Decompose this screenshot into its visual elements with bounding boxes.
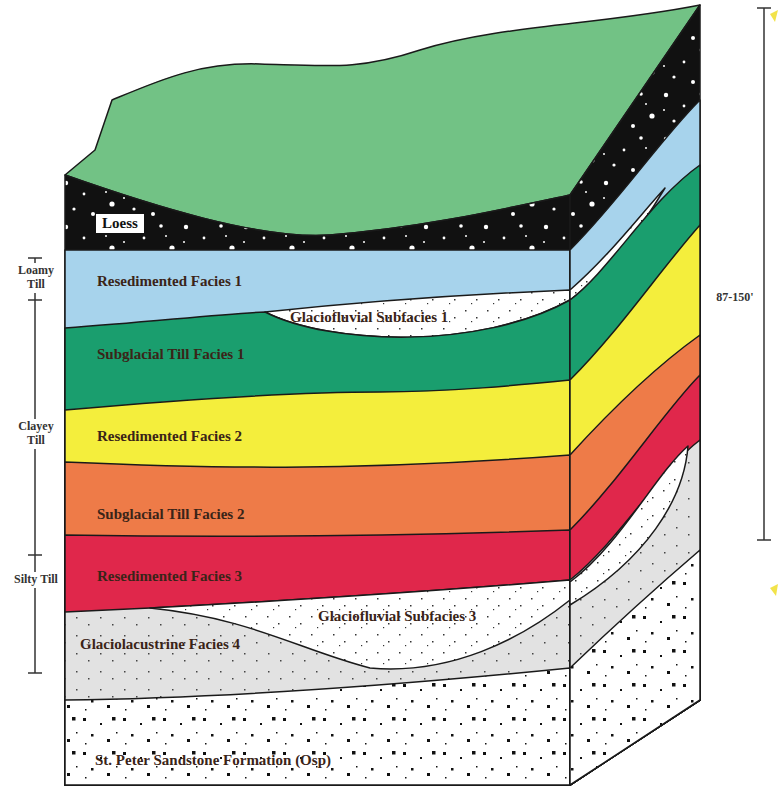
till-label: Silty Till: [13, 572, 59, 588]
thickness-label: 87-150': [711, 290, 759, 306]
loess-label-box: Loess: [95, 213, 145, 234]
till-label: Loamy Till: [13, 263, 59, 293]
facies-band: Subglacial Till Facies 1: [97, 346, 244, 363]
layer-name: Subglacial Till Facies 1: [97, 346, 244, 362]
till-bracket: [28, 258, 42, 673]
layer-name: Subglacial Till Facies 2: [97, 506, 244, 522]
facies-band: Subglacial Till Facies 2: [97, 506, 244, 523]
subfacies-lens: Glaciofluvial Subfacies 3: [318, 608, 476, 625]
corner-mark: [770, 10, 778, 22]
layer-name: Resedimented Facies 2: [97, 428, 242, 444]
layer-name: St. Peter Sandstone Formation (Osp): [95, 752, 331, 768]
layer-name: Loess: [102, 215, 138, 231]
layer-name: Resedimented Facies 3: [97, 568, 242, 584]
facies-band: Glaciolacustrine Facies 4: [80, 636, 240, 653]
thickness-bar: [757, 8, 771, 540]
corner-mark: [770, 584, 778, 596]
facies-band: Resedimented Facies 2: [97, 428, 242, 445]
bedrock-band: St. Peter Sandstone Formation (Osp): [95, 752, 331, 769]
facies-band: Resedimented Facies 1: [97, 273, 242, 290]
layer-name: Glaciofluvial Subfacies 1: [290, 309, 448, 325]
layer-name: Glaciofluvial Subfacies 3: [318, 608, 476, 624]
till-label: Clayey Till: [13, 419, 59, 449]
layer-name: Glaciolacustrine Facies 4: [80, 636, 240, 652]
subfacies-lens: Glaciofluvial Subfacies 1: [290, 309, 448, 326]
facies-band: Resedimented Facies 3: [97, 568, 242, 585]
layer-name: Resedimented Facies 1: [97, 273, 242, 289]
